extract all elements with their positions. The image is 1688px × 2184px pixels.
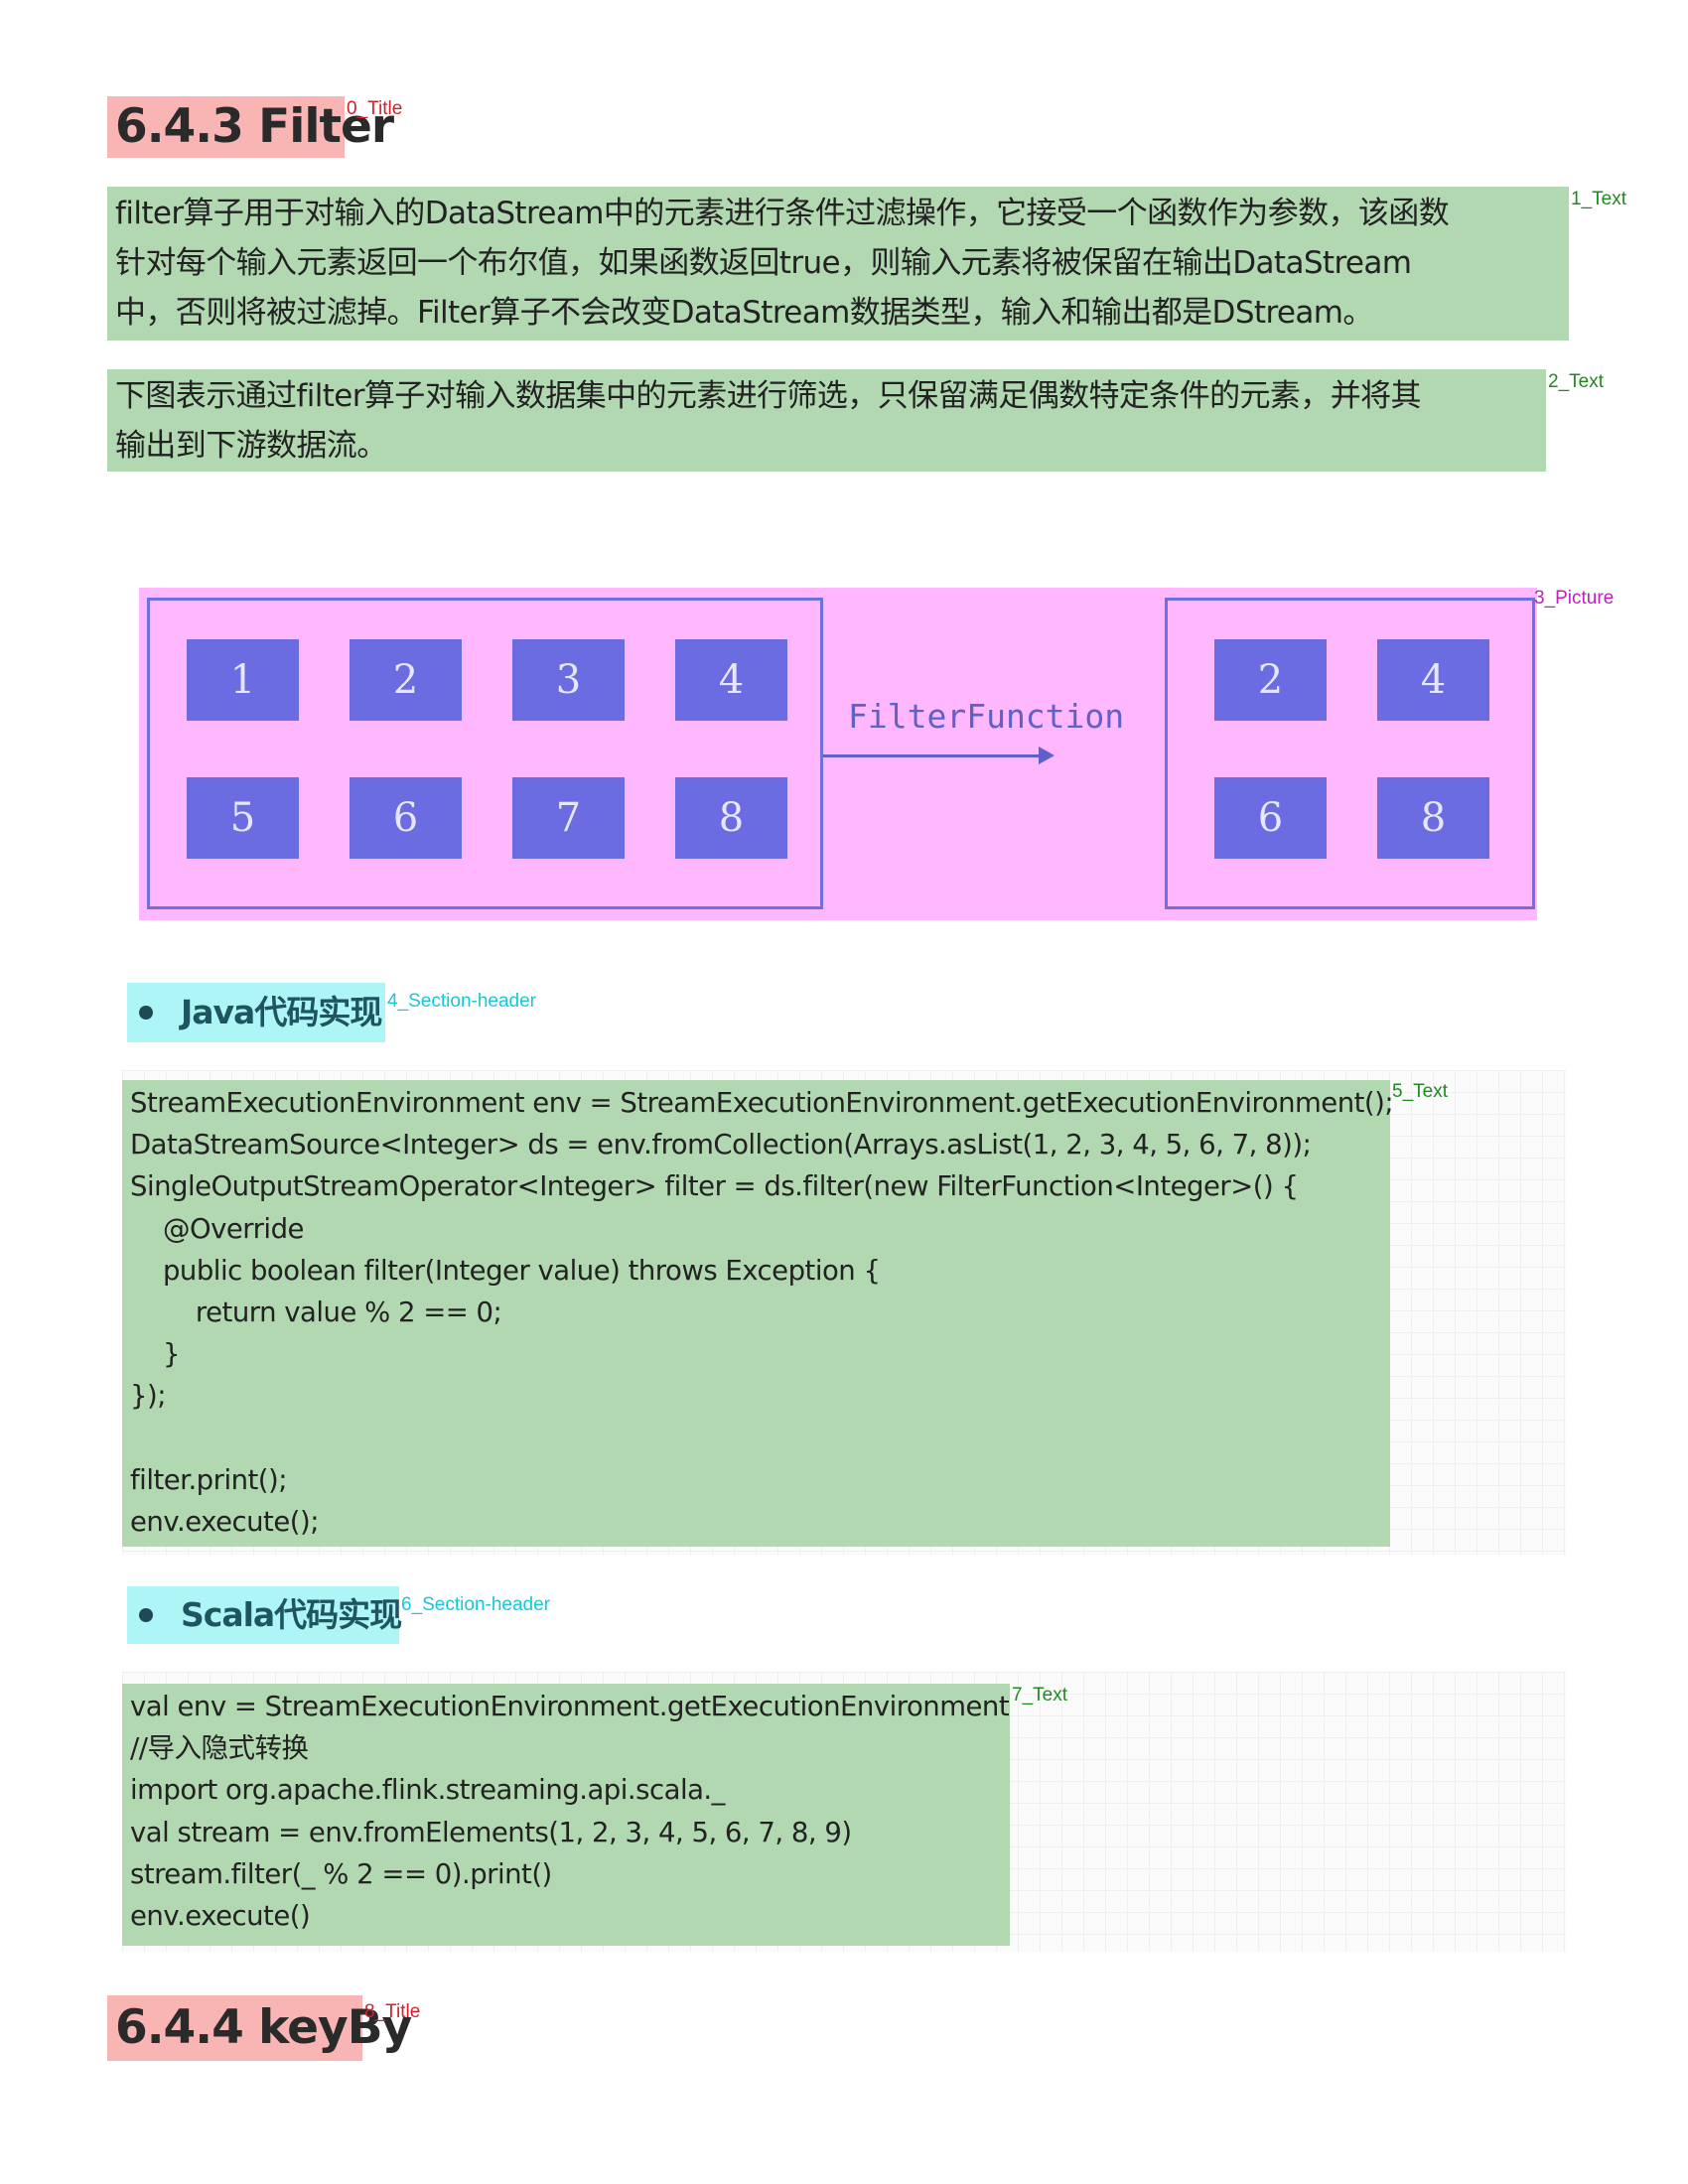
title-box-filter: 6.4.3 Filter	[107, 96, 394, 158]
filter-diagram: 1 2 3 4 5 6 7 8 FilterFunction 2 4 6 8	[139, 588, 1537, 920]
section-header-text: Scala代码实现	[181, 1595, 402, 1634]
output-frame: 2 4 6 8	[1165, 598, 1535, 909]
label-tag-text-5: 5_Text	[1392, 1081, 1448, 1102]
input-cell: 2	[350, 639, 462, 721]
code-line: DataStreamSource<Integer> ds = env.fromC…	[130, 1129, 1312, 1161]
output-cell: 4	[1377, 639, 1489, 721]
code-line: val env = StreamExecutionEnvironment.get…	[130, 1691, 1010, 1722]
label-tag-section-4: 4_Section-header	[387, 991, 536, 1012]
output-cell: 6	[1214, 777, 1327, 859]
label-tag-text-2: 2_Text	[1548, 371, 1604, 392]
label-tag-title-0: 0_Title	[347, 98, 403, 119]
label-tag-section-6: 6_Section-header	[401, 1594, 550, 1615]
code-line: stream.filter(_ % 2 == 0).print()	[130, 1857, 552, 1890]
code-line: }	[130, 1338, 181, 1371]
input-cell: 7	[512, 777, 625, 859]
label-tag-title-8: 8_Title	[364, 2001, 421, 2022]
code-line: SingleOutputStreamOperator<Integer> filt…	[130, 1170, 1299, 1203]
bullet-icon	[139, 1608, 153, 1622]
title-box-keyby: 6.4.4 keyBy	[107, 1995, 412, 2061]
code-line: });	[130, 1380, 167, 1413]
input-frame: 1 2 3 4 5 6 7 8	[147, 598, 823, 909]
paragraph-line: 下图表示通过filter算子对输入数据集中的元素进行筛选，只保留满足偶数特定条件…	[115, 378, 1422, 414]
code-line: env.execute()	[130, 1899, 311, 1932]
output-cell: 8	[1377, 777, 1489, 859]
paragraph-line: 中，否则将被过滤掉。Filter算子不会改变DataStream数据类型，输入和…	[115, 295, 1373, 331]
code-line: //导入隐式转换	[130, 1732, 309, 1765]
input-cell: 6	[350, 777, 462, 859]
paragraph-line: 针对每个输入元素返回一个布尔值，如果函数返回true，则输入元素将被保留在输出D…	[115, 245, 1412, 281]
arrow-line	[823, 754, 1044, 757]
section-title-filter: 6.4.3 Filter	[115, 99, 394, 154]
label-tag-text-7: 7_Text	[1012, 1685, 1067, 1706]
code-line	[122, 1418, 1390, 1459]
input-cell: 8	[675, 777, 787, 859]
paragraph-line: filter算子用于对输入的DataStream中的元素进行条件过滤操作，它接受…	[115, 196, 1450, 231]
code-line: env.execute();	[130, 1505, 320, 1538]
arrow-right-icon	[1039, 747, 1055, 764]
code-line: @Override	[130, 1212, 305, 1245]
section-header-scala: Scala代码实现	[127, 1586, 402, 1644]
code-line: StreamExecutionEnvironment env = StreamE…	[130, 1087, 1394, 1119]
code-line: public boolean filter(Integer value) thr…	[130, 1254, 881, 1287]
section-header-java: Java代码实现	[127, 983, 385, 1042]
section-title-keyby: 6.4.4 keyBy	[115, 2000, 412, 2055]
paragraph-filter-diagram-intro: 下图表示通过filter算子对输入数据集中的元素进行筛选，只保留满足偶数特定条件…	[107, 369, 1546, 472]
paragraph-filter-description: filter算子用于对输入的DataStream中的元素进行条件过滤操作，它接受…	[107, 187, 1569, 341]
code-block-scala: val env = StreamExecutionEnvironment.get…	[122, 1684, 1010, 1946]
input-cell: 4	[675, 639, 787, 721]
code-line: return value % 2 == 0;	[130, 1296, 502, 1328]
input-cell: 1	[187, 639, 299, 721]
label-tag-text-1: 1_Text	[1571, 189, 1626, 209]
code-line: filter.print();	[130, 1463, 288, 1496]
input-cell: 3	[512, 639, 625, 721]
output-cell: 2	[1214, 639, 1327, 721]
filter-function-label: FilterFunction	[848, 697, 1125, 736]
paragraph-line: 输出到下游数据流。	[115, 428, 387, 464]
code-line: val stream = env.fromElements(1, 2, 3, 4…	[130, 1816, 852, 1848]
code-line: import org.apache.flink.streaming.api.sc…	[130, 1774, 725, 1807]
bullet-icon	[139, 1006, 153, 1020]
code-block-java: StreamExecutionEnvironment env = StreamE…	[122, 1080, 1394, 1547]
section-header-text: Java代码实现	[181, 993, 382, 1031]
label-tag-picture-3: 3_Picture	[1534, 588, 1615, 609]
input-cell: 5	[187, 777, 299, 859]
